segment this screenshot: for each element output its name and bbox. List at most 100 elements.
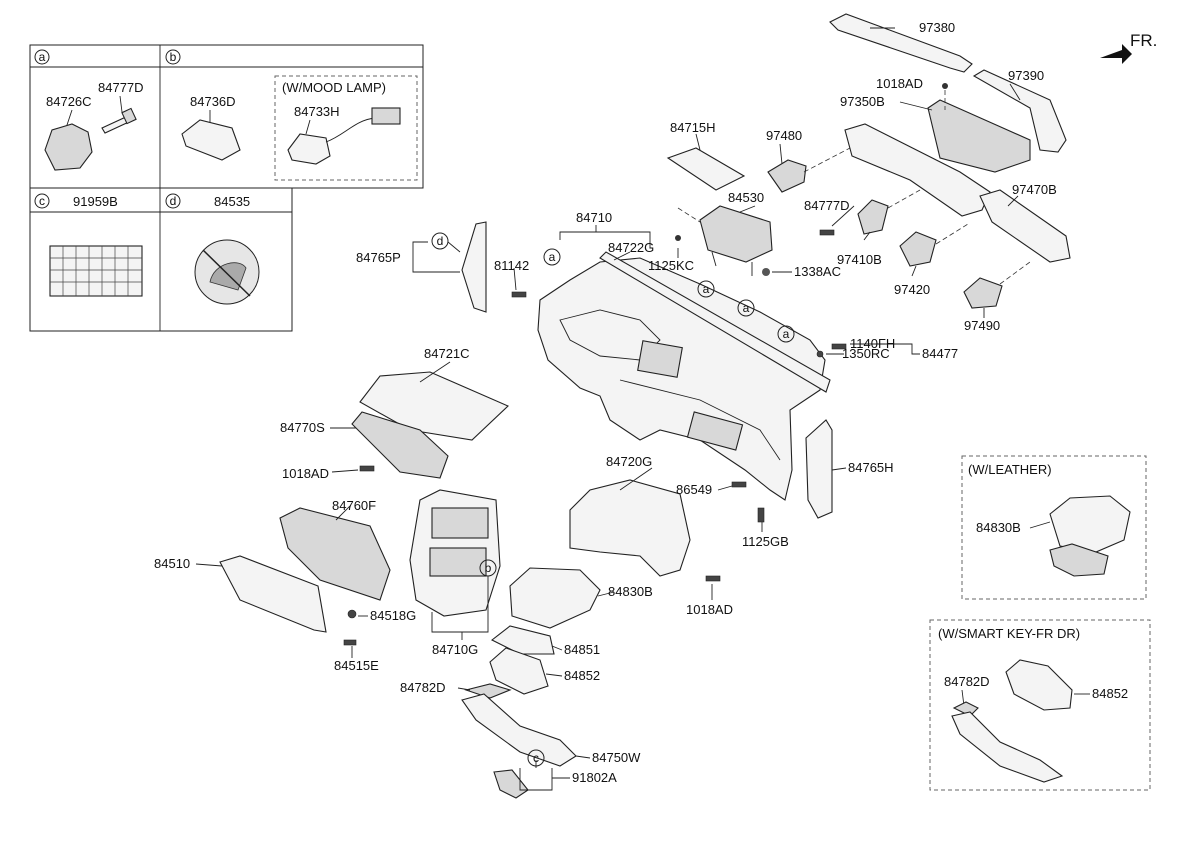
callout-c-main-letter: c (533, 751, 539, 765)
part-label-84530: 84530 (728, 190, 764, 205)
part-label-84721C: 84721C (424, 346, 470, 361)
cover-91802A-shape (493, 769, 529, 799)
leather-shroud-shape (1049, 543, 1109, 577)
inset-table: a 84777D 84726C b 84736D (W/MOOD LAMP) 8… (29, 44, 424, 332)
part-label-97420: 97420 (894, 282, 930, 297)
part-label-84510: 84510 (154, 556, 190, 571)
part-label-86549: 86549 (676, 482, 712, 497)
panel-84750W-shape (461, 693, 577, 767)
callout-a-2: a (697, 280, 715, 298)
part-label-97410B: 97410B (837, 252, 882, 267)
part-label-1018AD-bottom: 1018AD (686, 602, 733, 617)
front-label: FR. (1130, 31, 1157, 50)
vent-97420-shape (899, 231, 937, 267)
part-label-84777D-inset: 84777D (98, 80, 144, 95)
part-label-1018AD-left: 1018AD (282, 466, 329, 481)
side-cover-84765P-shape (461, 221, 487, 313)
callout-a-letter: a (39, 50, 46, 64)
main-dash-frame (537, 251, 831, 501)
fasteners (343, 229, 847, 646)
inset-cell-c: c 91959B (34, 193, 143, 297)
part-label-81142: 81142 (494, 258, 529, 273)
part-label-84852: 84852 (564, 668, 600, 683)
callout-circles: d a a a a b c (431, 232, 795, 767)
vent-97490-shape (963, 277, 1003, 309)
smart-key-part-right: 84852 (1092, 686, 1128, 701)
smart-key-variant-box: (W/SMART KEY-FR DR) 84782D 84852 (929, 619, 1151, 791)
duct-97390-shape (972, 69, 1067, 153)
cluster-84830B-shape (509, 567, 601, 629)
callout-a-3-letter: a (743, 301, 750, 315)
front-arrow-icon (1100, 44, 1132, 64)
callout-c-main: c (527, 749, 545, 767)
front-direction-indicator: FR. (1100, 31, 1157, 64)
part-label-1125KC: 1125KC (648, 258, 694, 273)
inset-cell-b: b 84736D (W/MOOD LAMP) 84733H (165, 49, 418, 181)
part-label-97380: 97380 (919, 20, 955, 35)
part-label-97390: 97390 (1008, 68, 1044, 83)
smart-key-title: (W/SMART KEY-FR DR) (938, 626, 1080, 641)
part-label-1125GB: 1125GB (742, 534, 789, 549)
knob-shape (44, 123, 93, 171)
part-label-84477: 84477 (922, 346, 958, 361)
cover-84715H-shape (666, 147, 746, 191)
callout-a-4: a (777, 325, 795, 343)
leather-part-label: 84830B (976, 520, 1021, 535)
part-labels: 97380 97390 1018AD 97350B 84715H 97480 8… (154, 20, 1057, 785)
shroud-84851-shape (490, 625, 555, 655)
side-cover-84765H-shape (805, 419, 833, 519)
leather-cluster-shape (1049, 495, 1131, 553)
callout-a-1-letter: a (549, 250, 556, 264)
part-label-84830B: 84830B (608, 584, 653, 599)
part-label-84710: 84710 (576, 210, 612, 225)
callout-b-main: b (479, 559, 497, 577)
smart-key-shroud-shape (1005, 659, 1073, 711)
part-label-84518G: 84518G (370, 608, 416, 623)
smart-key-panel-shape (951, 711, 1064, 783)
part-label-84750W: 84750W (592, 750, 641, 765)
leather-title: (W/LEATHER) (968, 462, 1052, 477)
part-label-84736D: 84736D (190, 94, 236, 109)
airbag-module (666, 147, 773, 276)
inset-cell-a: a 84777D 84726C (34, 49, 144, 171)
callout-b-main-letter: b (485, 561, 492, 575)
duct-97380-shape (829, 13, 973, 73)
vent-97410B-shape (857, 199, 889, 235)
mood-lamp-title: (W/MOOD LAMP) (282, 80, 386, 95)
panel-97350B-shape (927, 99, 1031, 173)
housing-84760F-shape (279, 507, 391, 601)
leader-lines (195, 27, 1021, 791)
part-label-1350RC: 1350RC (842, 346, 890, 361)
part-label-84777D: 84777D (804, 198, 850, 213)
smart-key-part-left: 84782D (944, 674, 990, 689)
callout-d-left-letter: d (437, 234, 444, 248)
inset-cell-d: d 84535 (165, 193, 260, 305)
part-label-84782D: 84782D (400, 680, 446, 695)
part-label-91959B: 91959B (73, 194, 118, 209)
panel-84770S-shape (351, 411, 449, 479)
fuse-label-card-shape (49, 245, 143, 297)
cover-84782D-shape (464, 683, 512, 699)
shroud-84852-shape (489, 647, 549, 695)
bracket-84720G-shape (569, 479, 691, 577)
part-label-84765P: 84765P (356, 250, 401, 265)
duct-center-shape (844, 123, 991, 217)
part-label-97350B: 97350B (840, 94, 885, 109)
part-label-84515E: 84515E (334, 658, 379, 673)
part-label-97490: 97490 (964, 318, 1000, 333)
leather-variant-box: (W/LEATHER) 84830B (961, 455, 1147, 600)
callout-d-letter: d (170, 194, 177, 208)
part-label-1338AC: 1338AC (794, 264, 841, 279)
part-label-84726C: 84726C (46, 94, 92, 109)
callout-c-letter: c (39, 194, 45, 208)
callout-d-left: d (431, 232, 449, 250)
callout-a-2-letter: a (703, 282, 710, 296)
defroster-84722G-shape (599, 251, 831, 393)
part-label-84535: 84535 (214, 194, 250, 209)
mood-lamp-shape (287, 133, 331, 165)
part-label-84760F: 84760F (332, 498, 376, 513)
part-label-84733H: 84733H (294, 104, 340, 119)
part-label-97480: 97480 (766, 128, 802, 143)
duct-assembly (767, 13, 1071, 309)
